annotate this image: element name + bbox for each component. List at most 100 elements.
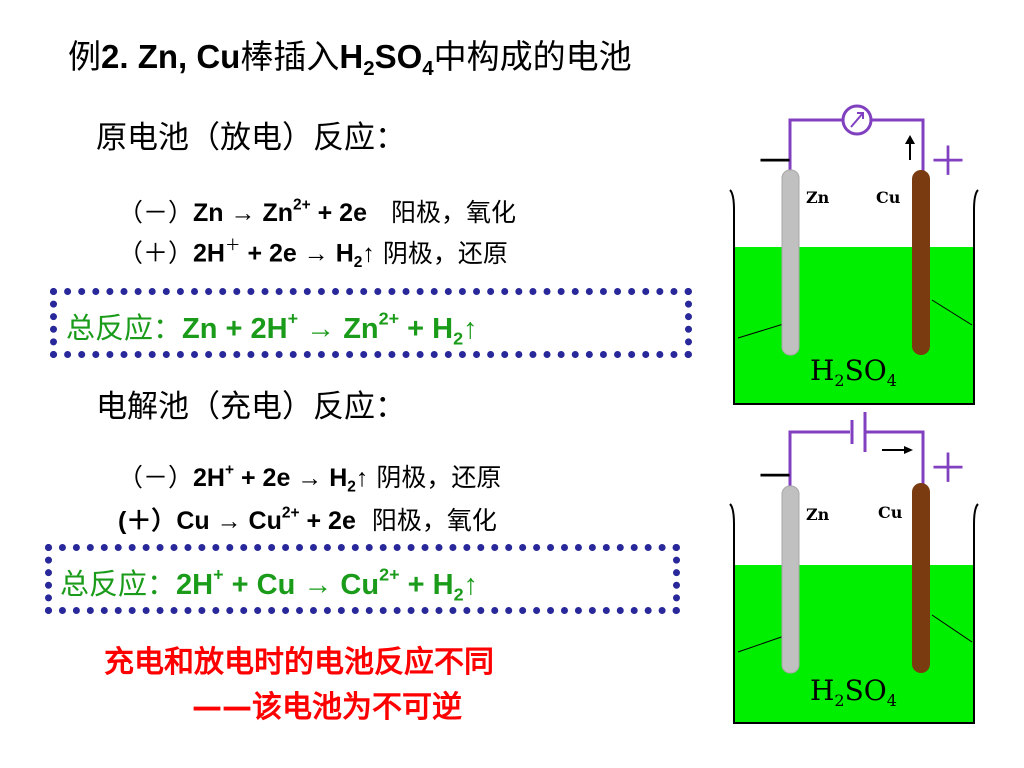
negative-sign: － — [755, 454, 795, 500]
solution-h: H — [810, 354, 834, 387]
title-formula-sub2: 2 — [363, 57, 375, 81]
charge-pos-left: Cu → Cu — [176, 507, 282, 535]
discharge-total-b: → Zn — [298, 313, 379, 345]
electrolyte-solution — [734, 565, 974, 723]
charge-pos-note: 阳极，氧化 — [371, 506, 497, 535]
positive-sign: ＋ — [928, 139, 968, 185]
solution-sub4: 4 — [887, 371, 897, 390]
copper-label: Cu — [876, 188, 901, 207]
zinc-label-line — [737, 321, 791, 339]
charge-neg-arrow: ↑ — [355, 464, 369, 492]
galvanic-cell-diagram: － ＋ Zn Cu H2SO4 — [729, 104, 979, 405]
charge-neg-note: 阴极，还原 — [376, 463, 502, 492]
discharge-pos-note: 阴极，还原 — [382, 238, 508, 268]
solution-so: SO — [845, 354, 887, 387]
title-suffix: 中构成的电池 — [433, 37, 632, 76]
charge-total-label: 总反应： — [60, 567, 177, 601]
charge-total-box — [45, 544, 680, 614]
wire-right — [866, 430, 925, 488]
discharge-total-b-sup: 2+ — [378, 308, 400, 329]
discharge-neg-left: Zn → Zn — [193, 199, 293, 227]
discharge-neg-right: + 2e — [310, 199, 367, 227]
charge-neg-left: 2H — [193, 464, 225, 492]
discharge-total-label: 总反应： — [66, 311, 183, 345]
charge-positive-equation: (＋）Cu → Cu2+ + 2e 阳极，氧化 — [118, 501, 497, 537]
discharge-heading: 原电池（放电）反应： — [96, 120, 406, 156]
copper-electrode — [912, 170, 930, 355]
discharge-negative-equation: （－）Zn → Zn2+ + 2e 阳极，氧化 — [118, 193, 516, 229]
charge-total-a-sup: + — [213, 564, 224, 585]
discharge-neg-sup: 2+ — [293, 196, 311, 214]
solution-sub2: 2 — [834, 691, 844, 710]
zinc-label-line — [737, 633, 791, 653]
discharge-total-a-sup: + — [287, 308, 299, 329]
charge-total-b-sup: 2+ — [379, 564, 400, 585]
discharge-total-c: + H — [399, 313, 454, 345]
beaker-outline — [729, 503, 979, 724]
copper-label-line — [931, 299, 973, 326]
charge-neg-sign: （－） — [118, 463, 194, 492]
discharge-total-arrow: ↑ — [463, 313, 478, 345]
charge-total-a: 2H — [176, 569, 214, 601]
discharge-neg-sign: （－） — [118, 198, 194, 227]
copper-electrode — [912, 483, 930, 673]
conclusion-line-2: ——该电池为不可逆 — [192, 690, 462, 725]
discharge-pos-left: 2H — [193, 239, 225, 268]
charge-total-equation: 总反应：2H+ + Cu → Cu2+ + H2↑ — [60, 561, 478, 605]
title-formula-h: H — [339, 38, 364, 75]
charge-pos-sup: 2+ — [281, 504, 300, 522]
charge-pos-sign: (＋） — [118, 507, 177, 535]
title-prefix: 例 — [68, 37, 101, 76]
wire-right — [872, 118, 925, 172]
discharge-pos-mid: + 2e → H — [240, 239, 354, 268]
zinc-electrode — [781, 485, 800, 674]
wire-left — [788, 430, 850, 488]
charge-heading: 电解池（充电）反应： — [96, 389, 406, 425]
discharge-pos-sign: （＋） — [118, 238, 194, 268]
negative-sign: － — [755, 139, 795, 185]
title-mid: 棒插入 — [240, 37, 340, 76]
conclusion-line-1: 充电和放电时的电池反应不同 — [104, 645, 494, 680]
positive-sign: ＋ — [928, 446, 968, 492]
solution-label: H2SO4 — [810, 354, 897, 390]
discharge-pos-sup: ＋ — [224, 236, 241, 254]
discharge-pos-sub: 2 — [353, 254, 363, 272]
zinc-label: Zn — [806, 505, 830, 524]
electrolyte-solution — [734, 247, 974, 404]
discharge-total-c-sub: 2 — [453, 328, 464, 349]
charge-total-c: + H — [399, 569, 454, 601]
current-arrowhead-icon — [905, 135, 915, 144]
galvanometer-arrowhead — [857, 112, 864, 119]
solution-sub2: 2 — [834, 371, 844, 390]
solution-sub4: 4 — [887, 691, 897, 710]
zinc-electrode — [781, 169, 800, 356]
discharge-positive-equation: （＋）2H＋ + 2e → H2↑阴极，还原 — [118, 233, 508, 272]
title-number: 2. Zn, Cu — [101, 38, 241, 75]
page-title: 例2. Zn, Cu棒插入H2SO4中构成的电池 — [68, 30, 632, 81]
charge-total-c-sub: 2 — [453, 584, 464, 605]
current-arrowhead-icon — [904, 446, 913, 454]
discharge-total-a: Zn + 2H — [182, 313, 288, 345]
title-formula-sub4: 4 — [422, 57, 434, 81]
electrolytic-cell-diagram: － ＋ Zn Cu H2SO4 — [729, 412, 979, 724]
charge-total-b: + Cu → Cu — [223, 569, 380, 601]
wire-left — [788, 118, 842, 172]
discharge-neg-note: 阳极，氧化 — [391, 198, 517, 227]
discharge-total-box — [50, 288, 692, 358]
charge-neg-mid: + 2e → H — [234, 464, 348, 492]
copper-label-line — [931, 614, 973, 643]
charge-neg-sub: 2 — [347, 478, 356, 496]
discharge-pos-arrow: ↑ — [362, 239, 375, 268]
solution-so: SO — [845, 674, 887, 707]
beaker-outline — [729, 189, 979, 405]
charge-pos-right: + 2e — [299, 507, 356, 535]
zinc-label: Zn — [806, 188, 830, 207]
galvanometer-needle — [850, 112, 864, 128]
solution-label: H2SO4 — [810, 674, 897, 710]
charge-negative-equation: （－）2H+ + 2e → H2↑阴极，还原 — [118, 458, 501, 496]
copper-label: Cu — [878, 503, 903, 522]
solution-h: H — [810, 674, 834, 707]
charge-total-arrow: ↑ — [463, 569, 479, 601]
discharge-total-equation: 总反应：Zn + 2H+ → Zn2+ + H2↑ — [66, 305, 478, 349]
charge-neg-sup: + — [224, 461, 235, 479]
